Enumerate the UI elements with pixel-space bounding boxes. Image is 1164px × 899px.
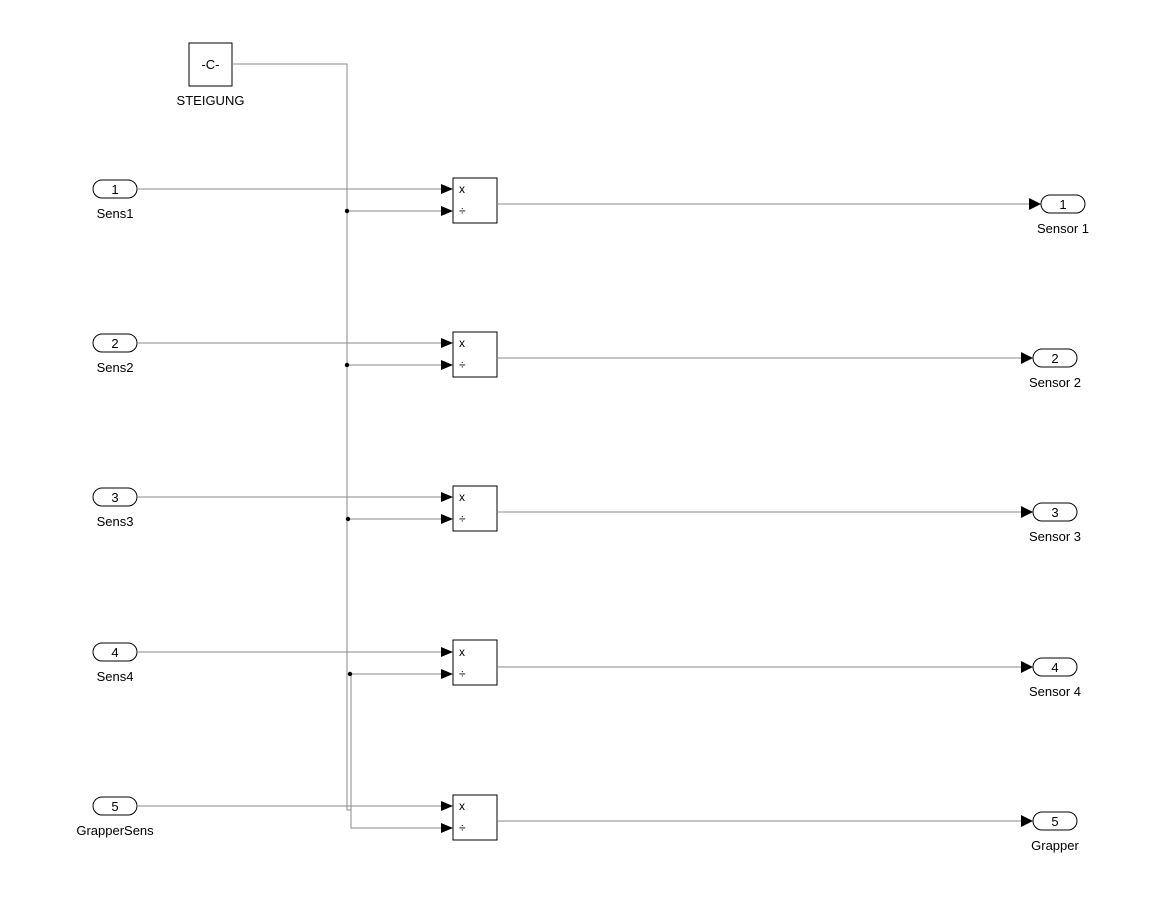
outport-5[interactable]: 5 Grapper	[1031, 811, 1080, 853]
constant-wires	[232, 63, 447, 829]
inport-4-label: Sens4	[97, 669, 134, 684]
product-block-1-multiply-sign: x	[459, 182, 465, 196]
product-block-2-box[interactable]	[452, 331, 498, 378]
outport-5-number: 5	[1051, 814, 1058, 829]
outport-2-number: 2	[1051, 351, 1058, 366]
product-block-5-multiply-sign: x	[459, 799, 465, 813]
product-block-2[interactable]: x ÷	[452, 331, 498, 378]
outport-4-label: Sensor 4	[1029, 684, 1081, 699]
outport-3[interactable]: 3 Sensor 3	[1029, 502, 1081, 544]
arrowhead-icon	[441, 669, 453, 679]
outport-2-shape[interactable]	[1032, 348, 1078, 368]
constant-branch-wire[interactable]	[350, 674, 447, 829]
outport-4-shape[interactable]	[1032, 657, 1078, 677]
outport-3-number: 3	[1051, 505, 1058, 520]
branch-point	[347, 671, 353, 677]
arrowhead-icon	[441, 338, 453, 348]
outport-4[interactable]: 4 Sensor 4	[1029, 657, 1081, 699]
arrowhead-icon	[441, 360, 453, 370]
outport-5-shape[interactable]	[1032, 811, 1078, 831]
product-block-1-box[interactable]	[452, 177, 498, 224]
inport-4[interactable]: 4 Sens4	[92, 642, 138, 684]
product-block-4-box[interactable]	[452, 639, 498, 686]
inport-5-number: 5	[111, 799, 118, 814]
product-block-2-multiply-sign: x	[459, 336, 465, 350]
product-block-5-box[interactable]	[452, 794, 498, 841]
product-block-3-multiply-sign: x	[459, 490, 465, 504]
product-block-1[interactable]: x ÷	[452, 177, 498, 224]
inport-1[interactable]: 1 Sens1	[92, 179, 138, 221]
product-block-3[interactable]: x ÷	[452, 485, 498, 532]
product-block-2-divide-sign: ÷	[459, 358, 466, 372]
outport-1-shape[interactable]	[1040, 194, 1086, 214]
product-block-3-divide-sign: ÷	[459, 512, 466, 526]
product-block-5-divide-sign: ÷	[459, 821, 466, 835]
inport-5-label: GrapperSens	[76, 823, 154, 838]
signal-row-5: 5 GrapperSens x ÷ 5 Grapper	[76, 794, 1080, 853]
inport-3[interactable]: 3 Sens3	[92, 487, 138, 529]
branch-point	[345, 516, 351, 522]
product-block-4[interactable]: x ÷	[452, 639, 498, 686]
inport-1-number: 1	[111, 182, 118, 197]
constant-block-value: -C-	[201, 57, 219, 72]
arrowhead-icon	[441, 823, 453, 833]
outport-1-number: 1	[1059, 197, 1066, 212]
arrowhead-icon	[441, 206, 453, 216]
outport-4-number: 4	[1051, 660, 1058, 675]
inport-2-number: 2	[111, 336, 118, 351]
inport-5[interactable]: 5 GrapperSens	[76, 796, 154, 838]
inport-1-label: Sens1	[97, 206, 134, 221]
branch-point	[344, 208, 350, 214]
arrowhead-icon	[1021, 352, 1033, 364]
inport-4-number: 4	[111, 645, 118, 660]
constant-block-steigung[interactable]: -C- STEIGUNG	[177, 42, 245, 108]
arrowhead-icon	[441, 647, 453, 657]
inport-2-label: Sens2	[97, 360, 134, 375]
outport-3-shape[interactable]	[1032, 502, 1078, 522]
outport-2-label: Sensor 2	[1029, 375, 1081, 390]
signal-row-4: 4 Sens4 x ÷ 4 Sensor 4	[92, 639, 1081, 699]
constant-block-box[interactable]	[188, 42, 233, 87]
signal-row-1: 1 Sens1 x ÷ 1 Sensor 1	[92, 177, 1089, 236]
outport-5-label: Grapper	[1031, 838, 1079, 853]
signal-row-2: 2 Sens2 x ÷ 2 Sensor 2	[92, 331, 1081, 390]
outport-1[interactable]: 1 Sensor 1	[1037, 194, 1089, 236]
arrowhead-icon	[441, 801, 453, 811]
constant-block-label: STEIGUNG	[177, 93, 245, 108]
product-block-5[interactable]: x ÷	[452, 794, 498, 841]
inport-3-number: 3	[111, 490, 118, 505]
inport-3-label: Sens3	[97, 514, 134, 529]
outport-1-label: Sensor 1	[1037, 221, 1089, 236]
signal-row-3: 3 Sens3 x ÷ 3 Sensor 3	[92, 485, 1081, 544]
outport-3-label: Sensor 3	[1029, 529, 1081, 544]
arrowhead-icon	[441, 514, 453, 524]
product-block-3-box[interactable]	[452, 485, 498, 532]
arrowhead-icon	[1029, 198, 1041, 210]
constant-main-wire[interactable]	[232, 63, 351, 811]
arrowhead-icon	[441, 184, 453, 194]
product-block-4-multiply-sign: x	[459, 645, 465, 659]
product-block-1-divide-sign: ÷	[459, 204, 466, 218]
arrowhead-icon	[1021, 661, 1033, 673]
product-block-4-divide-sign: ÷	[459, 667, 466, 681]
arrowhead-icon	[441, 492, 453, 502]
arrowhead-icon	[1021, 815, 1033, 827]
arrowhead-icon	[1021, 506, 1033, 518]
outport-2[interactable]: 2 Sensor 2	[1029, 348, 1081, 390]
inport-2[interactable]: 2 Sens2	[92, 333, 138, 375]
branch-point	[344, 362, 350, 368]
